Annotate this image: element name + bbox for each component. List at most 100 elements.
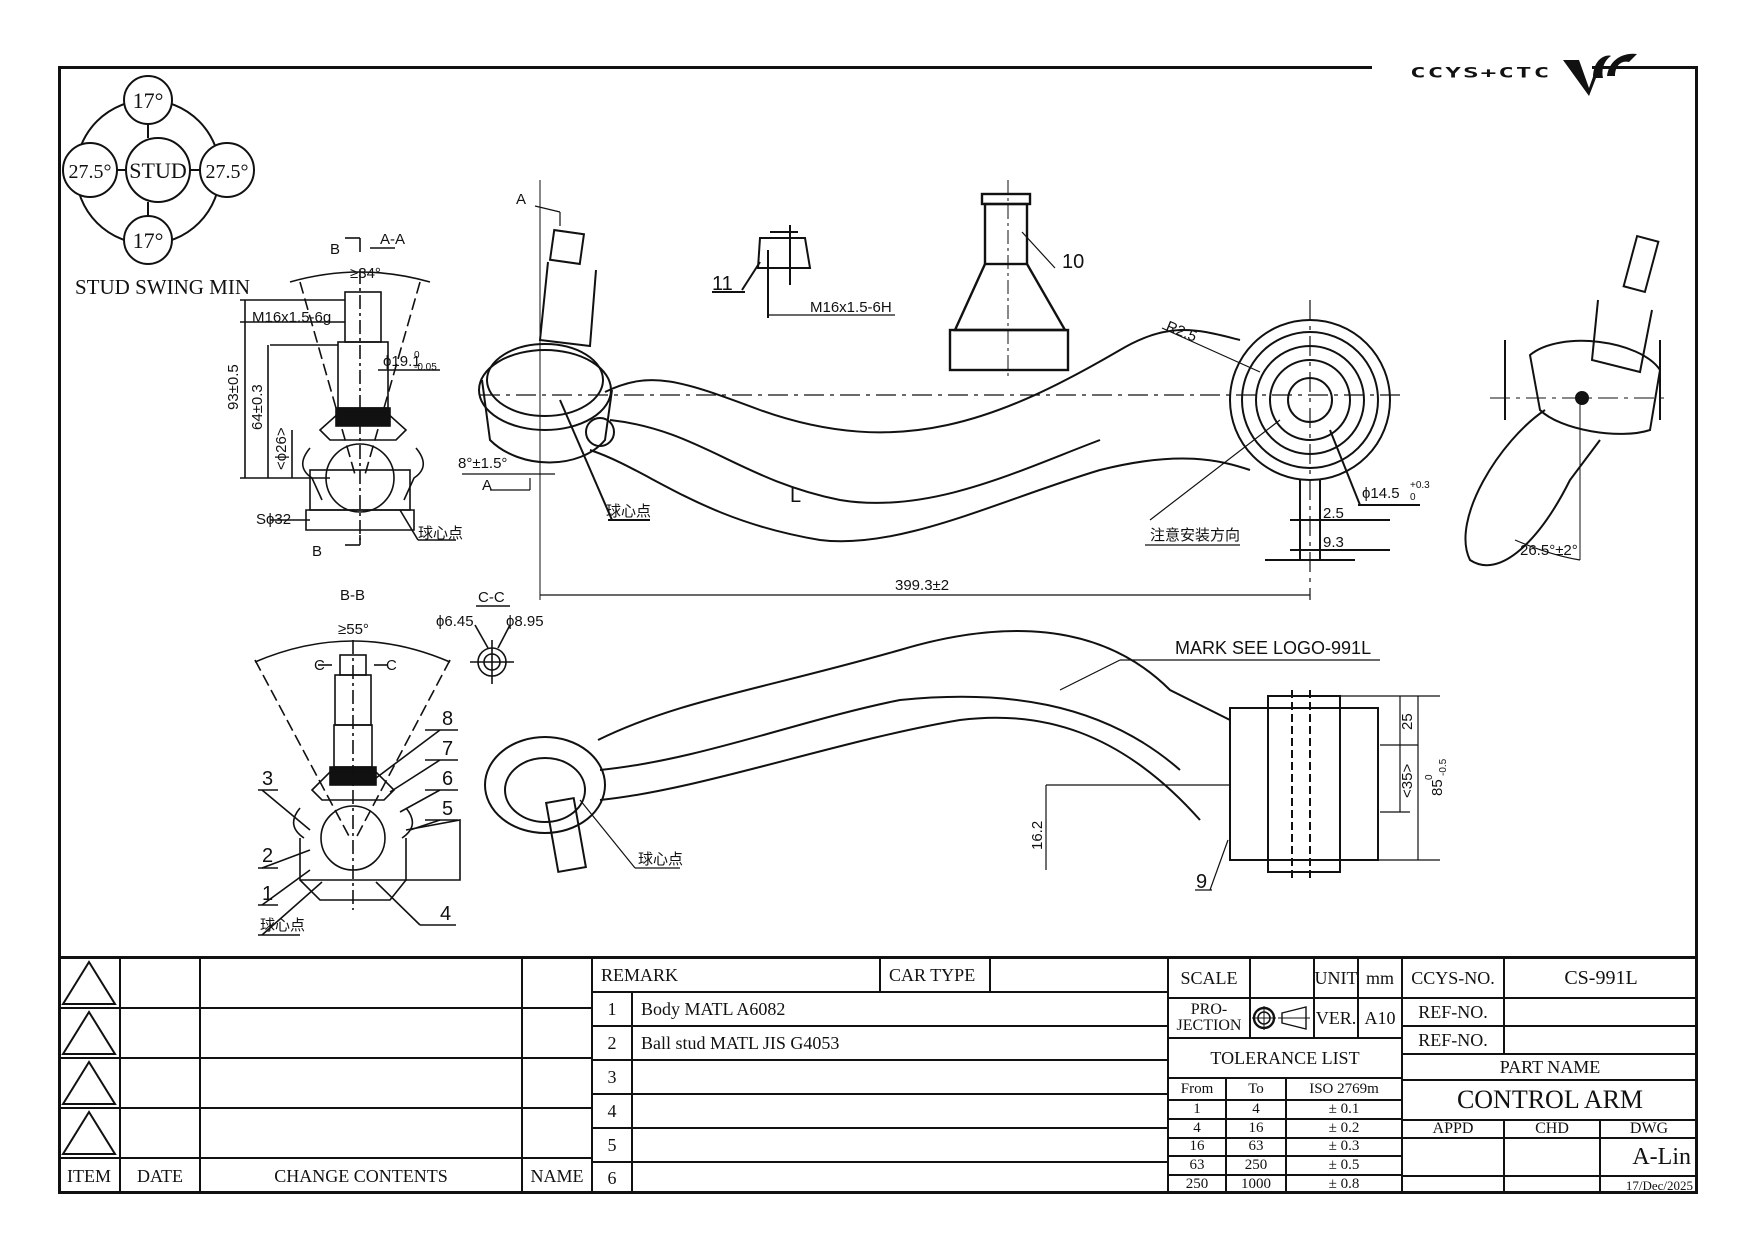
boot-callout: 10	[1062, 251, 1084, 273]
appd-value	[1402, 1138, 1504, 1176]
section-b-b-angle: ≥55°	[338, 621, 369, 638]
projection-label-line-1: PRO-	[1190, 1001, 1228, 1018]
chd-date	[1504, 1176, 1600, 1194]
top-view-ball-center: 球心点	[606, 503, 651, 520]
drawing-frame	[58, 66, 1698, 1194]
logo-text: CCYS+CTC	[1410, 64, 1552, 82]
stud-tol-upper: 0	[414, 350, 420, 361]
callout-3: 3	[262, 768, 273, 790]
revision-triangle-3	[58, 1058, 120, 1108]
top-view-dim-b: 9.3	[1323, 534, 1344, 551]
nut-part-11	[712, 225, 895, 318]
dim-85-tol-upper: 0	[1424, 774, 1435, 780]
section-b-b-c-left: C	[314, 657, 325, 674]
remark-text-3	[632, 1060, 1168, 1094]
scale-label: SCALE	[1168, 958, 1250, 998]
projection-label: PRO- JECTION	[1168, 998, 1250, 1038]
top-view-length: 399.3±2	[895, 577, 949, 594]
swing-center-label: STUD	[129, 158, 186, 183]
tolerance-from: 16	[1168, 1137, 1226, 1157]
revision-triangle-icon	[61, 1060, 117, 1105]
car-type-value	[990, 958, 1168, 992]
section-b-b-ball-center: 球心点	[260, 917, 305, 934]
callout-2: 2	[262, 845, 273, 867]
section-a-a-arrow-label-bottom: B	[312, 543, 322, 560]
ccys-no-label: CCYS-NO.	[1402, 958, 1504, 998]
top-view-section-marker: A	[516, 191, 526, 208]
tolerance-header-to: To	[1226, 1078, 1286, 1100]
tolerance-from: 250	[1168, 1175, 1226, 1194]
remark-text-4	[632, 1094, 1168, 1128]
top-view-control-arm	[462, 180, 1420, 600]
front-dim-25: 25	[1399, 713, 1416, 730]
revision-name-1	[522, 958, 592, 1008]
tolerance-to: 16	[1226, 1118, 1286, 1138]
callout-8: 8	[442, 708, 453, 730]
section-b-b-view	[254, 640, 461, 936]
callout-7: 7	[442, 738, 453, 760]
part-name-label: PART NAME	[1402, 1054, 1698, 1080]
top-view-angle: 8°±1.5°	[458, 455, 507, 472]
remark-no-2: 2	[592, 1026, 632, 1060]
dwg-date: 17/Dec/2025	[1600, 1176, 1698, 1194]
remark-no-6: 6	[592, 1162, 632, 1194]
remark-no-3: 3	[592, 1060, 632, 1094]
mark-note: MARK SEE LOGO-991L	[1175, 638, 1371, 658]
bore-tol-upper: +0.3	[1410, 480, 1430, 491]
revision-triangle-icon	[61, 1010, 117, 1055]
remark-no-4: 4	[592, 1094, 632, 1128]
nut-thread: M16x1.5-6H	[810, 299, 892, 316]
section-a-a-angle: ≥34°	[350, 265, 381, 282]
revision-header-change: CHANGE CONTENTS	[200, 1158, 522, 1194]
tolerance-to: 63	[1226, 1137, 1286, 1157]
swing-top-label: 17°	[133, 88, 164, 113]
scale-value	[1250, 958, 1314, 998]
tolerance-value: ± 0.3	[1286, 1137, 1402, 1157]
tolerance-value: ± 0.5	[1286, 1156, 1402, 1176]
remark-no-1: 1	[592, 992, 632, 1026]
tolerance-to: 250	[1226, 1156, 1286, 1176]
callout-6: 6	[442, 768, 453, 790]
section-a-a-view	[240, 237, 456, 546]
frame-gap	[1372, 62, 1592, 70]
car-type-label: CAR TYPE	[880, 958, 990, 992]
revision-triangle-icon	[61, 960, 117, 1005]
bore-tol-lower: 0	[1410, 492, 1416, 503]
revision-triangle-2	[58, 1008, 120, 1058]
revision-triangle-icon	[61, 1110, 117, 1155]
remark-text-1: Body MATL A6082	[632, 992, 1168, 1026]
unit-value: mm	[1358, 958, 1402, 998]
callout-5: 5	[442, 798, 453, 820]
drawing-labels: 17° 17° 27.5° 27.5° STUD STUD SWING MIN …	[69, 88, 1578, 934]
ref-no-label-2: REF-NO.	[1402, 1026, 1504, 1054]
stud-tol-lower: -0.05	[414, 362, 437, 373]
remark-text-5	[632, 1128, 1168, 1162]
ccys-no-value: CS-991L	[1504, 958, 1698, 998]
section-a-a-sphere: Sϕ32	[256, 511, 291, 528]
revision-date-3	[120, 1058, 200, 1108]
section-a-a-dim-total: 93±0.5	[225, 364, 242, 410]
callout-1: 1	[262, 883, 273, 905]
side-view-ball-joint	[1464, 234, 1670, 567]
side-view-angle: 26.5°±2°	[1520, 542, 1578, 559]
ref-no-label-1: REF-NO.	[1402, 998, 1504, 1026]
stud-swing-diagram	[62, 75, 255, 265]
revision-date-4	[120, 1108, 200, 1158]
appd-date	[1402, 1176, 1504, 1194]
revision-change-2	[200, 1008, 522, 1058]
section-a-a-ball-center: 球心点	[418, 525, 463, 542]
section-a-a-dim-diameter: <ϕ26>	[273, 427, 290, 470]
callout-4: 4	[440, 903, 451, 925]
section-c-c-d1: ϕ6.45	[436, 613, 474, 630]
ccys-ctc-brand-mark-icon	[1563, 53, 1638, 96]
revision-header-date: DATE	[120, 1158, 200, 1194]
revision-name-2	[522, 1008, 592, 1058]
revision-triangle-1	[58, 958, 120, 1008]
remark-header: REMARK	[592, 958, 880, 992]
section-c-c-view	[470, 605, 514, 684]
projection-label-line-2: JECTION	[1176, 1017, 1242, 1034]
remark-no-5: 5	[592, 1128, 632, 1162]
boot-part-10	[948, 180, 1070, 380]
top-view-length-label: L	[790, 485, 801, 507]
brand-logo: CCYS+CTC	[1410, 48, 1639, 98]
